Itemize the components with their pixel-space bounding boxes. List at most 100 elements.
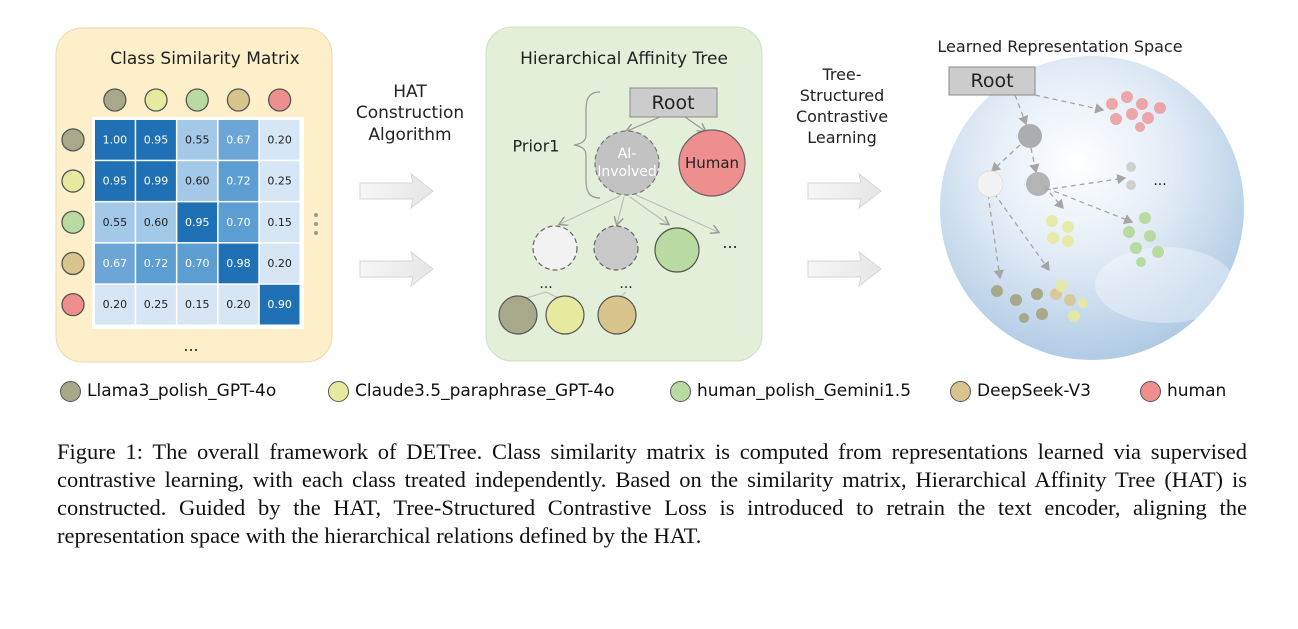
matrix-row-class-dot bbox=[61, 251, 85, 276]
matrix-cell bbox=[259, 284, 300, 325]
tree-contrastive-label: Tree- Structured Contrastive Learning bbox=[796, 65, 888, 147]
space-human-points bbox=[1106, 91, 1166, 132]
matrix-cell-value: 0.67 bbox=[103, 257, 128, 270]
legend-label: human_polish_Gemini1.5 bbox=[697, 381, 912, 401]
matrix-cell-value: 0.67 bbox=[226, 133, 251, 146]
space-cluster-node bbox=[1026, 172, 1050, 196]
tree-edge bbox=[684, 116, 705, 131]
tree-intermediate-node bbox=[532, 225, 578, 271]
matrix-cell bbox=[218, 120, 259, 160]
tree-root-label: Root bbox=[651, 92, 694, 114]
matrix-cell bbox=[95, 161, 135, 201]
matrix-cell-value: 0.95 bbox=[103, 175, 128, 188]
framework-figure: Class Similarity Matrix 1.00 0.95 0.55 0.67… bbox=[55, 26, 1244, 363]
right-arrow-icon bbox=[359, 250, 434, 288]
matrix-column-class-dot bbox=[226, 88, 251, 112]
matrix-row-class-dot bbox=[61, 292, 85, 317]
matrix-row-class-dot bbox=[61, 128, 85, 152]
matrix-cell bbox=[177, 202, 218, 243]
space-root-box bbox=[948, 66, 1036, 96]
matrix-cell bbox=[259, 120, 300, 160]
matrix-cell bbox=[136, 243, 176, 284]
matrix-cell-value: 0.98 bbox=[226, 257, 251, 270]
matrix-cell-value: 0.20 bbox=[226, 298, 251, 311]
figure-caption: Figure 1: The overall framework of DETre… bbox=[57, 439, 1247, 548]
matrix-cell bbox=[95, 202, 135, 243]
matrix-cell bbox=[95, 120, 135, 160]
space-human-polish-points bbox=[1123, 212, 1164, 267]
hat-label-line1: HAT bbox=[393, 82, 427, 102]
legend-swatch bbox=[1140, 380, 1161, 402]
matrix-cell-value: 0.70 bbox=[185, 257, 210, 270]
space-cluster-node bbox=[976, 170, 1004, 198]
legend-label: DeepSeek-V3 bbox=[977, 381, 1091, 401]
hat-construction-label: HAT Construction Algorithm bbox=[356, 82, 464, 145]
tree-leaf-node bbox=[654, 227, 700, 273]
tree-root-box bbox=[629, 87, 718, 118]
matrix-row-class-dot bbox=[61, 210, 85, 234]
space-claude-points bbox=[1046, 215, 1074, 247]
legend-item: human bbox=[1140, 377, 1226, 405]
hat-label-line3: Algorithm bbox=[368, 125, 451, 145]
right-arrow-icon bbox=[359, 172, 434, 210]
legend-item: Llama3_polish_GPT-4o bbox=[60, 377, 276, 405]
ai-involved-line1: AI- bbox=[618, 146, 637, 162]
representation-space: Learned Representation Space Root ... bbox=[937, 37, 1244, 360]
matrix-cell-value: 0.25 bbox=[267, 175, 292, 188]
matrix-cell-value: 0.20 bbox=[103, 298, 128, 311]
matrix-cell-value: 0.15 bbox=[185, 298, 210, 311]
matrix-right-ellipsis bbox=[314, 213, 318, 235]
tree-intermediate-node bbox=[593, 225, 639, 271]
legend-swatch bbox=[950, 380, 971, 402]
legend-swatch bbox=[60, 380, 81, 402]
matrix-panel: Class Similarity Matrix 1.00 0.95 0.55 0.67… bbox=[55, 27, 333, 363]
space-claude-points bbox=[1055, 280, 1088, 322]
matrix-cell bbox=[177, 284, 218, 325]
matrix-cell-value: 0.15 bbox=[267, 216, 292, 229]
matrix-title: Class Similarity Matrix bbox=[110, 49, 299, 69]
tree-label-line1: Tree- bbox=[821, 65, 861, 84]
legend-label: Llama3_polish_GPT-4o bbox=[87, 381, 277, 401]
tree-ellipsis: ... bbox=[619, 276, 632, 292]
space-llama-points bbox=[991, 285, 1048, 323]
tree-edge bbox=[560, 195, 621, 224]
tree-edge bbox=[617, 196, 625, 224]
matrix-cell bbox=[95, 284, 135, 325]
legend-label: human bbox=[1167, 381, 1227, 401]
right-arrow-icon bbox=[807, 250, 882, 288]
tree-leaf-node bbox=[597, 295, 637, 335]
space-title: Learned Representation Space bbox=[937, 37, 1182, 56]
matrix-cell bbox=[177, 161, 218, 201]
matrix-cell-value: 0.70 bbox=[226, 216, 251, 229]
tree-title: Hierarchical Affinity Tree bbox=[520, 49, 728, 69]
tree-label-line4: Learning bbox=[807, 128, 876, 147]
matrix-cell bbox=[259, 243, 300, 284]
representation-sphere bbox=[940, 56, 1244, 360]
matrix-cell bbox=[136, 284, 176, 325]
matrix-cell-value: 1.00 bbox=[103, 133, 128, 146]
matrix-cell-value: 0.95 bbox=[144, 133, 169, 146]
matrix-cell bbox=[177, 120, 218, 160]
matrix-cell-value: 0.60 bbox=[185, 175, 210, 188]
matrix-cell-value: 0.55 bbox=[185, 133, 210, 146]
tree-leaf-node bbox=[498, 295, 538, 335]
matrix-cell bbox=[218, 284, 259, 325]
matrix-column-class-dot bbox=[267, 88, 292, 112]
prior-label: Prior1 bbox=[513, 137, 560, 156]
space-ellipsis: ... bbox=[1153, 173, 1166, 189]
matrix-cell bbox=[218, 243, 259, 284]
tree-leaf-node bbox=[545, 295, 585, 335]
right-arrow-icon bbox=[807, 172, 882, 210]
tree-edge bbox=[635, 194, 718, 232]
space-cluster-node bbox=[1018, 124, 1042, 148]
ai-involved-node bbox=[594, 130, 660, 196]
matrix-row-dots bbox=[61, 128, 85, 317]
matrix-column-class-dot bbox=[103, 88, 127, 112]
hat-label-line2: Construction bbox=[356, 103, 464, 123]
matrix-cell-value: 0.55 bbox=[103, 216, 128, 229]
matrix-cell bbox=[177, 243, 218, 284]
legend-item: DeepSeek-V3 bbox=[950, 377, 1091, 405]
human-node bbox=[678, 129, 746, 197]
matrix-column-class-dot bbox=[144, 88, 168, 112]
